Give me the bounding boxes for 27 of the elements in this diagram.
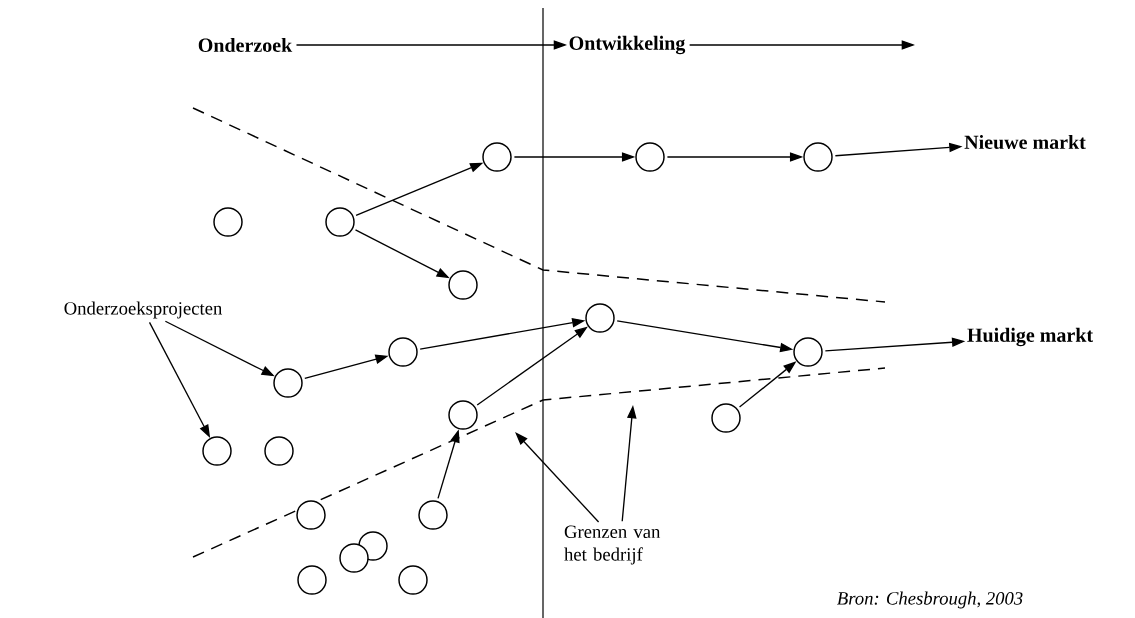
project-circle [339, 543, 369, 573]
source-note: Bron: Chesbrough, 2003 [837, 591, 1023, 609]
market-label: Huidige markt [967, 327, 1093, 347]
project-circle [388, 337, 418, 367]
project-circle [793, 337, 823, 367]
project-circle [296, 500, 326, 530]
project-circle [711, 403, 741, 433]
project-circle [264, 436, 294, 466]
market-label: Nieuwe markt [964, 134, 1086, 150]
project-circle [585, 303, 615, 333]
project-circle [635, 142, 665, 172]
project-circle [418, 500, 448, 530]
project-circle [448, 270, 478, 300]
project-circle [803, 142, 833, 172]
heading-label: Onderzoek [198, 37, 293, 52]
project-circle [482, 142, 512, 172]
heading-label: Ontwikkeling [569, 35, 686, 55]
project-circle [202, 436, 232, 466]
project-circle [213, 207, 243, 237]
project-circle [398, 565, 428, 595]
annotation-label: Grenzen van het bedrijf [564, 525, 661, 565]
annotation-label: Onderzoeksprojecten [64, 301, 223, 319]
project-circle [448, 400, 478, 430]
leader-arrow [515, 432, 600, 523]
project-circle [273, 368, 303, 398]
project-circle [297, 565, 327, 595]
project-circle [325, 207, 355, 237]
